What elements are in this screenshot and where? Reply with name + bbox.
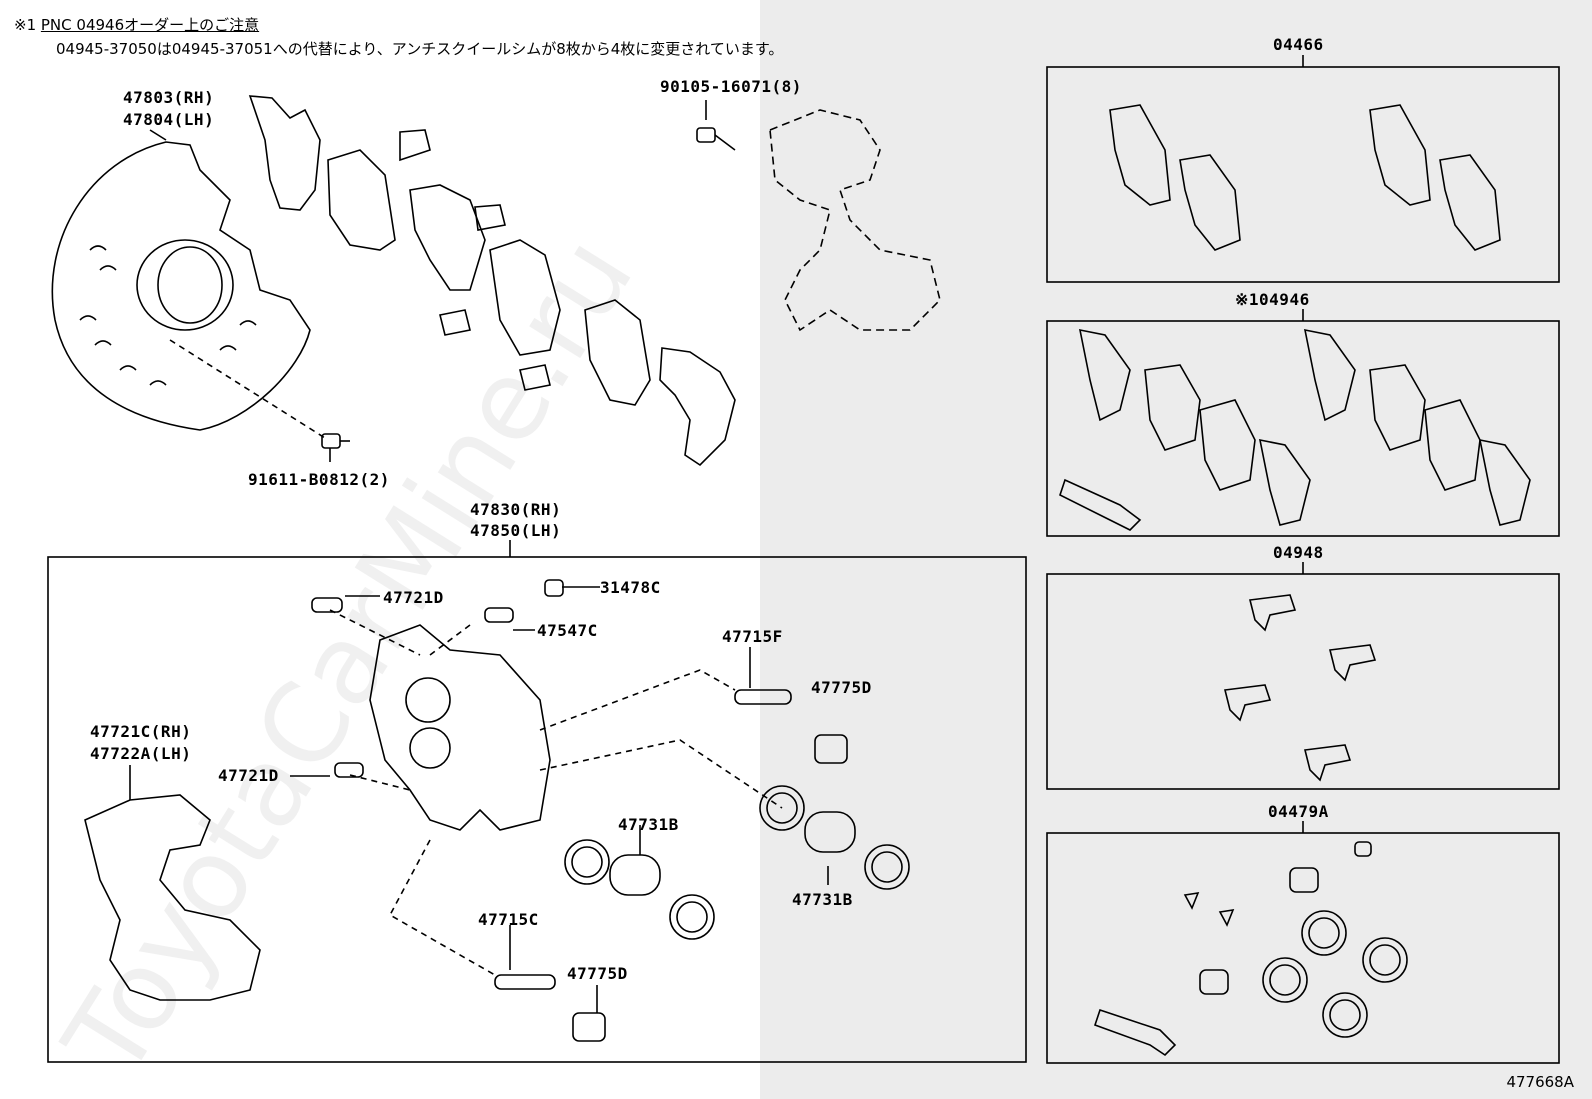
note-line-2: 04945-37050は04945-37051への代替により、アンチスクイールシ… bbox=[56, 40, 784, 58]
slide-pins bbox=[311, 579, 848, 1042]
kit-label-04946: ※104946 bbox=[1235, 290, 1310, 309]
label-47803: 47803(RH) bbox=[123, 88, 215, 107]
label-47775d-bottom: 47775D bbox=[567, 964, 628, 983]
shaded-region bbox=[760, 0, 1592, 1099]
note-line-1: ※1 PNC 04946オーダー上のご注意 bbox=[14, 14, 259, 35]
kit-04948-frame bbox=[1046, 573, 1560, 790]
label-47731b-left: 47731B bbox=[618, 815, 679, 834]
brake-pad-upper-pair bbox=[327, 129, 651, 406]
kit-04948-clips bbox=[1224, 594, 1377, 782]
pistons-seals bbox=[564, 785, 910, 940]
kit-04946-shims bbox=[1059, 328, 1531, 531]
label-31478c: 31478C bbox=[600, 578, 661, 597]
label-leaders bbox=[129, 586, 829, 1013]
kit-label-04479a: 04479A bbox=[1268, 802, 1329, 821]
caliper-bolt-upper bbox=[696, 127, 736, 151]
label-47721c: 47721C(RH) bbox=[90, 722, 192, 741]
dust-shield bbox=[51, 141, 311, 431]
label-91611: 91611-B0812(2) bbox=[248, 470, 390, 489]
label-47804: 47804(LH) bbox=[123, 110, 215, 129]
caliper-mount-upper bbox=[769, 109, 941, 332]
label-90105: 90105-16071(8) bbox=[660, 77, 802, 96]
kit-label-04948: 04948 bbox=[1273, 543, 1324, 562]
label-47731b-right: 47731B bbox=[792, 890, 853, 909]
kit-04466-frame bbox=[1046, 66, 1560, 283]
label-47830: 47830(RH) bbox=[470, 500, 562, 519]
note-title: PNC 04946オーダー上のご注意 bbox=[40, 16, 260, 34]
caliper-body bbox=[369, 624, 551, 831]
label-47721d-mid: 47721D bbox=[218, 766, 279, 785]
label-47850: 47850(LH) bbox=[470, 521, 562, 540]
label-47721d-top: 47721D bbox=[383, 588, 444, 607]
label-47547c: 47547C bbox=[537, 621, 598, 640]
label-47722a: 47722A(LH) bbox=[90, 744, 192, 763]
kit-04946-frame bbox=[1046, 320, 1560, 537]
torque-plate bbox=[84, 794, 261, 1001]
drawing-code: 477668A bbox=[1506, 1073, 1574, 1091]
label-47775d-top: 47775D bbox=[811, 678, 872, 697]
label-47715c: 47715C bbox=[478, 910, 539, 929]
kit-label-04466: 04466 bbox=[1273, 35, 1324, 54]
anti-squeal-shim-upper bbox=[248, 95, 736, 467]
label-47715f: 47715F bbox=[722, 627, 783, 646]
note-marker: ※1 bbox=[14, 16, 41, 34]
kit-04479a-seals bbox=[1093, 841, 1408, 1057]
kit-04466-pads bbox=[1109, 104, 1501, 251]
shield-bolt bbox=[321, 433, 350, 449]
leader-lines bbox=[329, 609, 783, 976]
caliper-assembly-frame bbox=[47, 556, 1027, 1063]
